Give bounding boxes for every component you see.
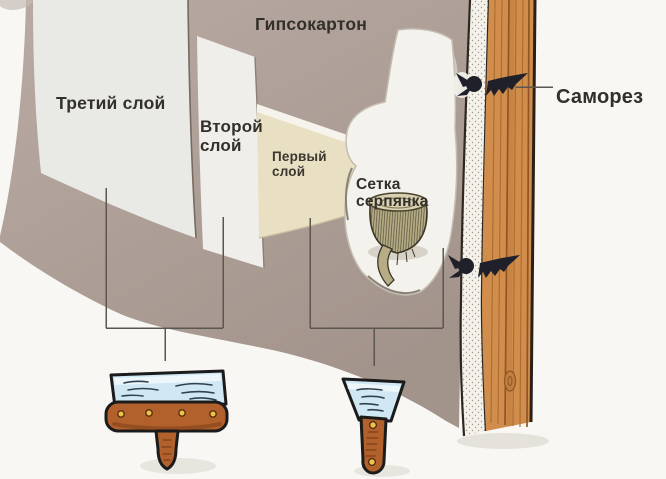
- wood-stud: [457, 0, 549, 449]
- mesh-roll: [368, 192, 428, 287]
- callout-lines: [105, 86, 553, 366]
- label-screw: Саморез: [556, 86, 644, 108]
- label-gypsum-board: Гипсокартон: [255, 14, 367, 34]
- label-first-layer: Первый слой: [272, 149, 327, 180]
- label-mesh-serpyanka: Сетка серпянка: [356, 176, 429, 211]
- rivets: [367, 420, 378, 467]
- putty-layer-1: [257, 104, 365, 239]
- wide-putty-knife-icon: [104, 369, 229, 474]
- putty-layer-3: [33, 0, 197, 239]
- screw-top-icon: [456, 73, 528, 96]
- screw-bottom-icon: [448, 255, 520, 278]
- rivets: [117, 409, 217, 418]
- narrow-putty-knife-icon: [341, 377, 410, 477]
- label-third-layer: Третий слой: [56, 93, 166, 113]
- label-second-layer: Второй слой: [200, 117, 263, 156]
